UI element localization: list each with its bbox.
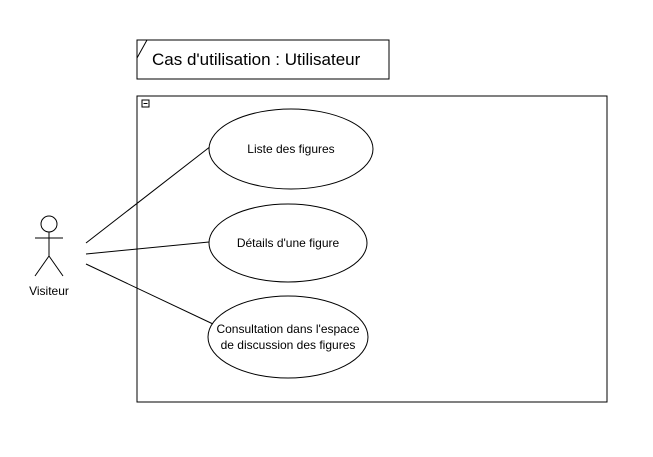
collapse-toggle[interactable]: [141, 99, 150, 108]
use-case-label-line-1: Consultation dans l'espace: [216, 322, 359, 336]
use-case-label: Liste des figures: [247, 142, 334, 156]
use-case-ellipse: [208, 108, 374, 190]
actor-visiteur[interactable]: Visiteur: [29, 215, 69, 298]
use-case-consultation-espace-discussion[interactable]: Consultation dans l'espace de discussion…: [207, 295, 369, 379]
use-case-label: Détails d'une figure: [237, 236, 340, 250]
associations: [85, 145, 214, 325]
use-case-liste-des-figures[interactable]: Liste des figures: [208, 108, 374, 190]
stick-figure-icon: [34, 215, 64, 277]
use-case-ellipse: [207, 295, 369, 379]
use-case-label-line-2: de discussion des figures: [221, 338, 356, 352]
title-frame-border: [136, 39, 390, 80]
actor-left-leg: [34, 255, 50, 277]
association-line-details[interactable]: [85, 241, 210, 255]
actor-label: Visiteur: [29, 284, 69, 298]
actor-head: [40, 215, 58, 233]
use-case-details-figure[interactable]: Détails d'une figure: [208, 203, 368, 283]
association-line-liste[interactable]: [85, 145, 212, 244]
diagram-title: Cas d'utilisation : Utilisateur: [152, 50, 361, 69]
diagram-title-frame[interactable]: Cas d'utilisation : Utilisateur: [136, 39, 390, 80]
association-line-consultation[interactable]: [85, 263, 214, 325]
actor-right-leg: [48, 255, 64, 277]
use-case-ellipse: [208, 203, 368, 283]
